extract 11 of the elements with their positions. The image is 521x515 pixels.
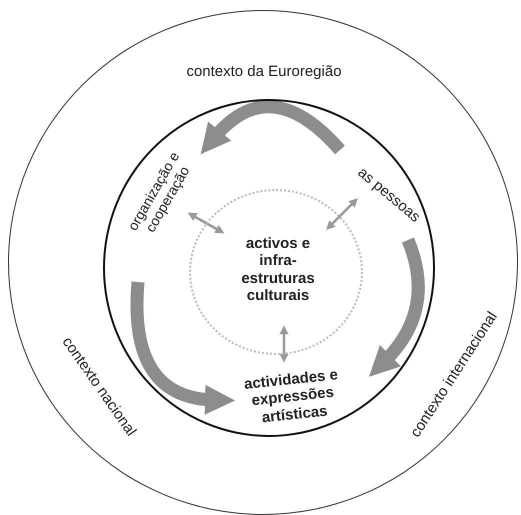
curved-arrow <box>130 282 235 414</box>
outer-circle <box>8 10 518 515</box>
curved-arrow <box>370 238 425 378</box>
double-arrow <box>280 325 288 363</box>
core-label: activos e infra-estruturas culturais <box>240 235 316 304</box>
core-circle <box>189 189 363 355</box>
double-arrow <box>188 212 224 234</box>
double-arrow <box>326 198 358 230</box>
curved-arrow <box>200 100 345 154</box>
context-label: contexto da Euroregião <box>185 63 343 80</box>
node-label: actividades e expressões artísticas <box>225 364 361 434</box>
